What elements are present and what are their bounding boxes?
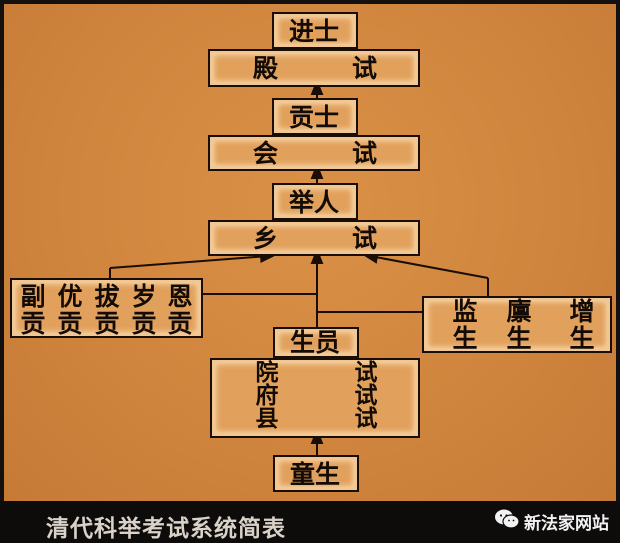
node-tongsheng-label: 童生 [290, 460, 341, 489]
node-sheng-jiansheng: 监生 [449, 298, 478, 352]
node-gong-engong: 恩贡 [164, 283, 193, 337]
node-juren [272, 183, 358, 220]
node-sheng-zengsheng: 增生 [566, 298, 595, 352]
connector-sheng-to-xiangshi-diag [362, 251, 489, 279]
node-xiangshi-left: 乡 [253, 224, 279, 253]
node-exams-left: 院府县 [251, 360, 277, 429]
node-exams-right: 试试试 [350, 360, 376, 429]
wechat-icon [495, 509, 520, 529]
node-shengyuan-label: 生员 [290, 328, 341, 357]
node-huishi [208, 135, 420, 171]
watermark-text: 新法家网站 [524, 514, 609, 534]
node-gongshi-label: 贡士 [289, 103, 340, 132]
node-huishi-left: 会 [253, 139, 279, 168]
node-gong-fugong: 副贡 [17, 283, 46, 337]
node-jinshi-label: 进士 [289, 17, 340, 46]
node-huishi-right: 试 [352, 139, 378, 168]
node-exams [210, 358, 420, 438]
node-jinshi [272, 12, 358, 49]
node-sheng-linsheng: 廪生 [503, 298, 532, 352]
node-juren-label: 举人 [289, 188, 340, 217]
node-gong-bagong: 拔贡 [91, 283, 120, 337]
node-xiangshi-right: 试 [352, 224, 378, 253]
connector-gong-to-xiangshi-diag [109, 250, 276, 269]
diagram-caption: 清代科举考试系统简表 [46, 516, 286, 542]
node-xiangshi [208, 220, 420, 256]
node-dianshi-left: 殿 [253, 54, 279, 83]
node-dianshi [208, 49, 420, 87]
node-gongshi [272, 98, 358, 135]
node-sheng-group [422, 296, 612, 353]
node-dianshi-right: 试 [352, 54, 378, 83]
node-tongsheng [273, 455, 359, 492]
node-gong-suigong: 岁贡 [128, 283, 157, 337]
node-gong-group [10, 278, 203, 338]
node-gong-yougong: 优贡 [54, 283, 83, 337]
node-shengyuan [273, 327, 359, 358]
